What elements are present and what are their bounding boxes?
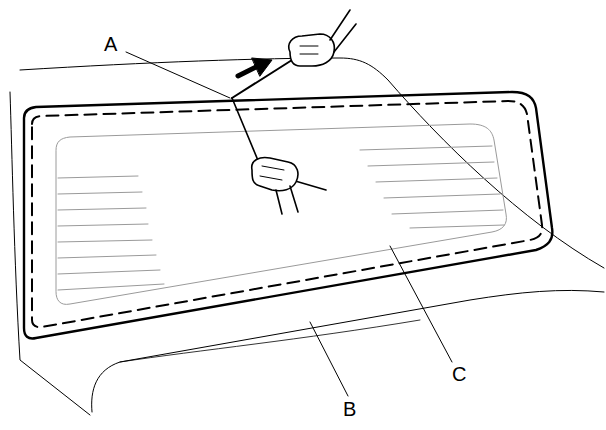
finger-lines	[300, 46, 318, 54]
glass-edge	[24, 92, 552, 339]
hand	[252, 158, 298, 191]
roof-outline	[20, 58, 604, 268]
leader-line	[390, 246, 452, 362]
callout-letter: A	[104, 34, 117, 54]
pull-arrow	[238, 66, 258, 76]
arm	[276, 186, 298, 214]
trunk-line	[120, 320, 420, 362]
pull-arrow-head	[252, 58, 272, 76]
leader-line	[310, 322, 348, 396]
arm	[330, 10, 356, 52]
finger-lines	[260, 166, 284, 180]
defroster-area	[56, 124, 506, 304]
leader-line	[126, 52, 230, 98]
body-outline	[10, 92, 90, 415]
hand	[289, 34, 335, 66]
trunk-outline	[92, 290, 604, 412]
defroster-lines	[58, 146, 504, 290]
callout-letter: B	[343, 399, 356, 419]
cut-line	[32, 101, 542, 327]
callout-letter: C	[452, 364, 466, 384]
